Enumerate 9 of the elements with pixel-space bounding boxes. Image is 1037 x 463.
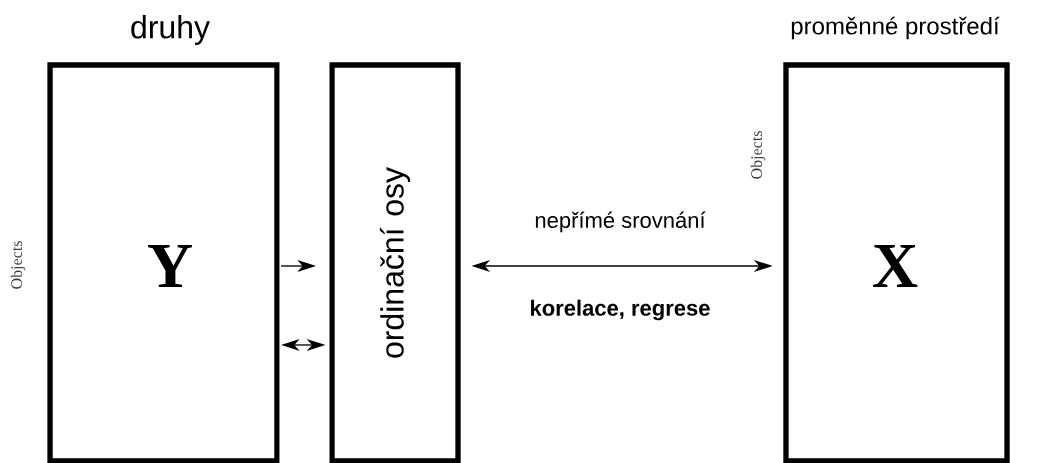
matrix-box: X	[783, 62, 1010, 463]
axis-label: Objects	[10, 241, 26, 289]
box: ordinační osy	[329, 62, 461, 463]
method-label: korelace, regrese	[531, 299, 710, 321]
box-heading: druhy	[131, 15, 210, 45]
matrix-box: Y	[47, 62, 280, 463]
box-heading: proměnné prostředí	[791, 16, 1000, 40]
axis-label: Objects	[750, 131, 766, 179]
edge-label: nepřímé srovnání	[533, 210, 707, 234]
